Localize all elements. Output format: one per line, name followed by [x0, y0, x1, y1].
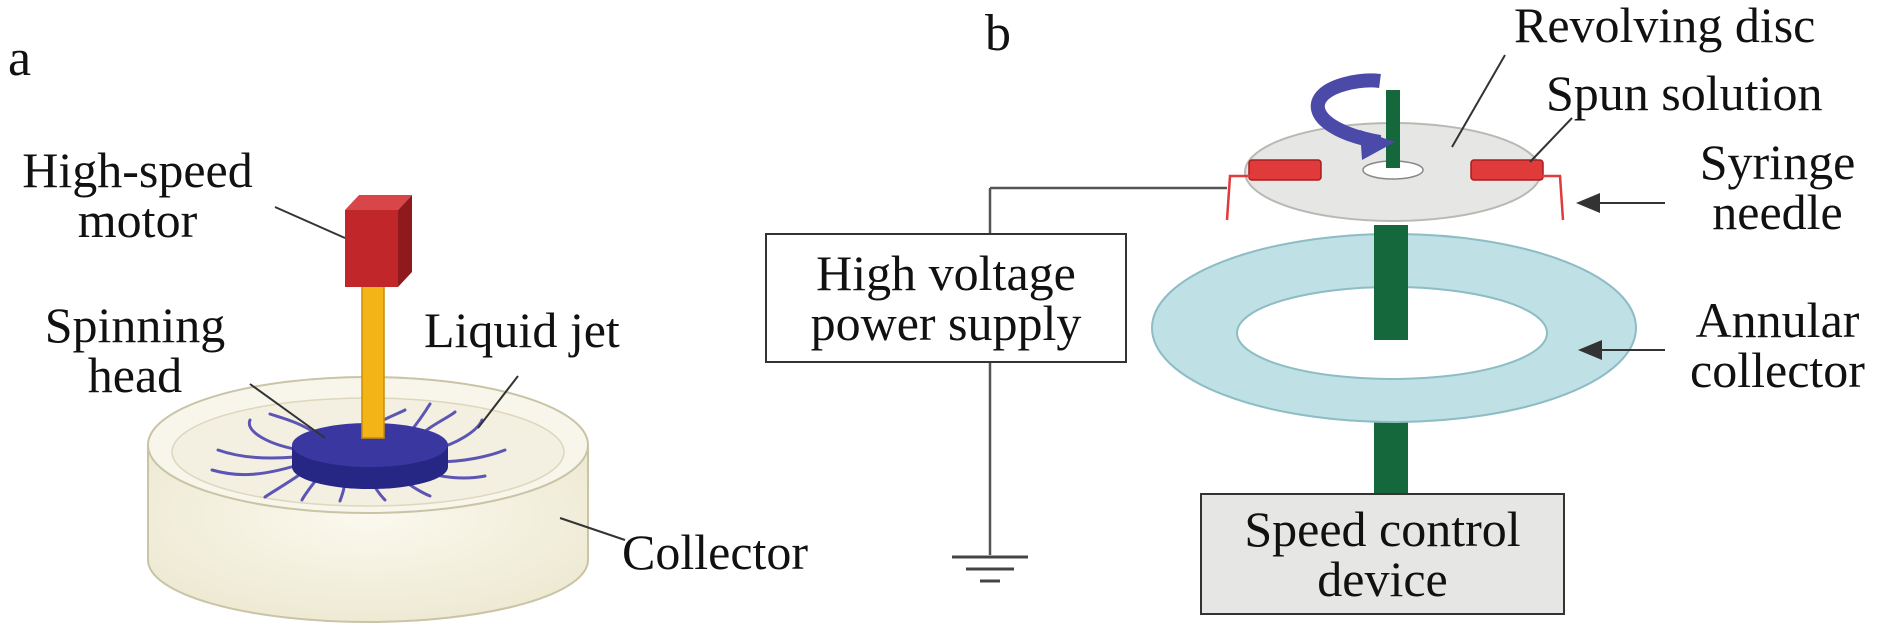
annular-collector-ring	[1150, 233, 1638, 423]
speed-control-device-box: Speed control device	[1200, 493, 1565, 615]
panel-a-diagram	[147, 195, 626, 623]
panel-b-letter: b	[985, 5, 1011, 62]
panel-a-leaders	[249, 206, 626, 541]
syringe-needles	[1225, 174, 1565, 221]
lower-shaft	[1374, 418, 1408, 496]
panel-b-arrows	[1576, 193, 1665, 360]
syringe-needle-label-line2: needle	[1712, 184, 1843, 240]
motor-label-line1: High-speed	[22, 142, 253, 198]
hv-power-supply-box: High voltage power supply	[765, 233, 1127, 363]
panel-b-diagram	[952, 54, 1665, 583]
speed-box-line2: device	[1317, 551, 1448, 607]
center-shaft	[1374, 225, 1408, 340]
panel-a-letter: a	[8, 30, 32, 87]
rotation-arrow-icon	[1310, 73, 1395, 160]
annular-collector-label-line1: Annular	[1695, 292, 1860, 348]
ground-symbol-icon	[952, 555, 1028, 583]
hv-box-line1: High voltage	[816, 245, 1076, 301]
spinning-head-label-line1: Spinning	[44, 297, 226, 353]
syringe-needle-label-line1: Syringe	[1699, 134, 1856, 190]
spinning-head-label-line2: head	[87, 347, 183, 403]
syringe-needle-label: Syringe needle	[1670, 137, 1885, 237]
motor-shaft	[361, 277, 385, 439]
spun-solution-pad-right	[1470, 159, 1544, 181]
revolving-disc-label: Revolving disc	[1514, 0, 1816, 53]
motor-box	[345, 195, 412, 287]
spun-solution-label: Spun solution	[1546, 65, 1823, 121]
speed-box-line1: Speed control	[1244, 501, 1521, 557]
annular-collector-label-line2: collector	[1690, 342, 1865, 398]
panel-b-leaders	[1451, 54, 1573, 163]
spinning-head-disc	[292, 423, 448, 489]
collector-label: Collector	[622, 524, 809, 580]
motor-label: High-speed motor	[0, 145, 275, 245]
annular-collector-label: Annular collector	[1665, 295, 1890, 395]
spun-solution-pad-left	[1248, 159, 1322, 181]
hv-box-line2: power supply	[810, 295, 1082, 351]
revolving-disc	[1244, 90, 1542, 222]
motor-label-line2: motor	[77, 192, 198, 248]
hv-wiring	[988, 186, 1227, 555]
spinning-head-label: Spinning head	[20, 300, 250, 400]
liquid-jet-label: Liquid jet	[424, 302, 620, 358]
